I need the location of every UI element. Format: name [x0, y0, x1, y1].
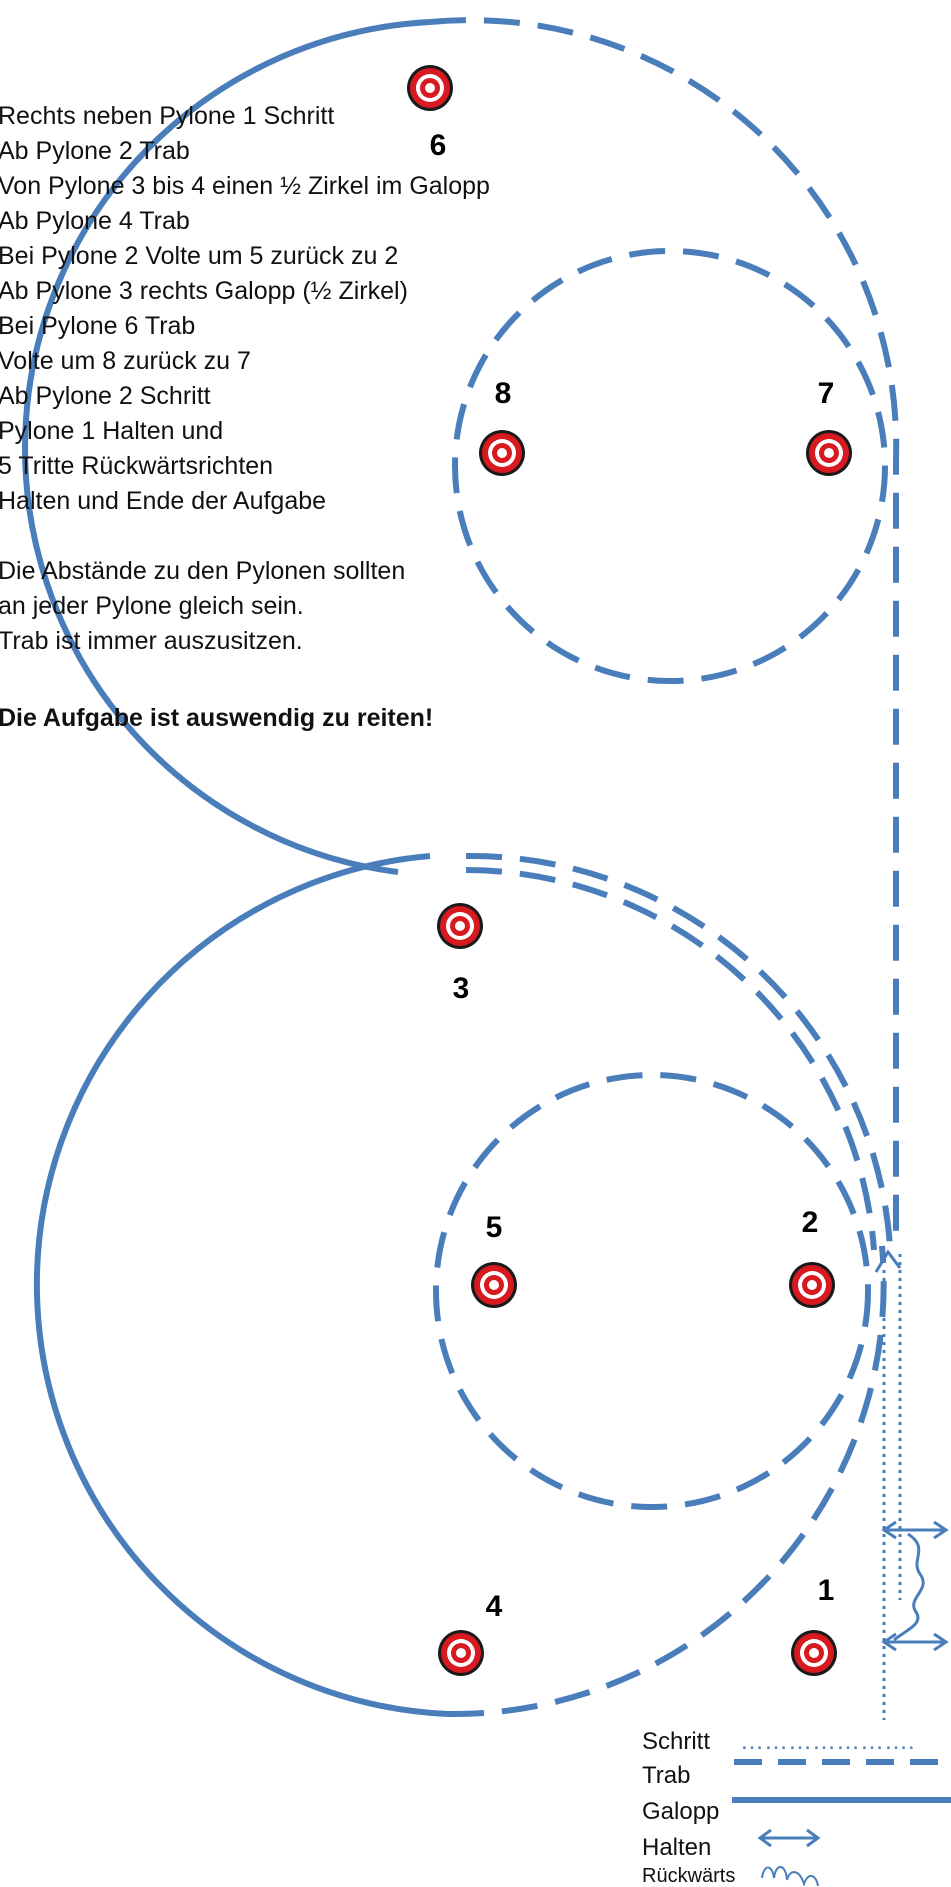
pylone-1: 1: [791, 1574, 837, 1676]
instruction-line: Volte um 8 zurück zu 7: [0, 347, 251, 375]
pylone-label: 6: [430, 129, 447, 162]
pylone-label: 1: [818, 1574, 835, 1607]
trab-double-arc-outer: [465, 852, 893, 1247]
trab-volte-around-5: [433, 1072, 871, 1510]
pylone-label: 3: [453, 972, 470, 1005]
note-line: an jeder Pylone gleich sein.: [0, 592, 304, 620]
instruction-line: Rechts neben Pylone 1 Schritt: [0, 102, 335, 130]
trab-double-arc-inner: [465, 867, 877, 1251]
pylone-8: 8: [479, 377, 525, 476]
pylone-label: 8: [495, 377, 512, 410]
pylone-7: 7: [806, 377, 852, 476]
halten-arrow-lower: [881, 1632, 949, 1652]
instruction-line: Pylone 1 Halten und: [0, 417, 224, 445]
trab-upper-arc: [429, 17, 900, 1242]
legend-schritt-sample: ………………….: [740, 1728, 915, 1755]
instruction-line: Ab Pylone 2 Schritt: [0, 382, 211, 410]
legend-schritt-label: Schritt: [642, 1728, 711, 1755]
halten-arrow-upper: [881, 1520, 949, 1540]
pylone-label: 5: [486, 1211, 503, 1244]
note-line: Trab ist immer auszusitzen.: [0, 627, 303, 655]
legend-galopp-label: Galopp: [642, 1798, 720, 1825]
legend-rueckwaerts-label: Rückwärts: [642, 1865, 736, 1887]
instruction-line: Von Pylone 3 bis 4 einen ½ Zirkel im Gal…: [0, 172, 490, 200]
instruction-line: Bei Pylone 2 Volte um 5 zurück zu 2: [0, 242, 399, 270]
pylone-6: 6: [407, 65, 453, 162]
emphasis-text: Die Aufgabe ist auswendig zu reiten!: [0, 704, 434, 732]
instruction-line: Ab Pylone 4 Trab: [0, 207, 190, 235]
legend-halten-sample: [757, 1828, 821, 1848]
pylone-4: 4: [438, 1590, 503, 1676]
trab-lower-arc: [447, 1245, 887, 1718]
note-line: Die Abstände zu den Pylonen sollten: [0, 557, 406, 585]
pylone-2: 2: [789, 1206, 835, 1308]
schritt-turn: [874, 1249, 902, 1273]
instruction-line: Halten und Ende der Aufgabe: [0, 487, 327, 515]
pylone-label: 7: [818, 377, 835, 410]
galopp-upper-half-circle: [22, 19, 431, 875]
trab-volte-around-8: [452, 248, 888, 684]
legend-rueckwaerts-sample: [761, 1866, 819, 1886]
rueckwaerts-squiggle: [893, 1532, 925, 1642]
pylone-label: 4: [486, 1590, 503, 1623]
pylone-label: 2: [802, 1206, 819, 1239]
instruction-line: 5 Tritte Rückwärtsrichten: [0, 452, 274, 480]
legend-halten-label: Halten: [642, 1834, 712, 1861]
instruction-line: Bei Pylone 6 Trab: [0, 312, 196, 340]
galopp-lower-half-circle: [33, 853, 449, 1717]
instruction-line: Ab Pylone 3 rechts Galopp (½ Zirkel): [0, 277, 408, 305]
pylone-5: 5: [471, 1211, 517, 1308]
pylone-3: 3: [437, 903, 483, 1005]
legend-trab-label: Trab: [642, 1762, 691, 1789]
instruction-line: Ab Pylone 2 Trab: [0, 137, 190, 165]
